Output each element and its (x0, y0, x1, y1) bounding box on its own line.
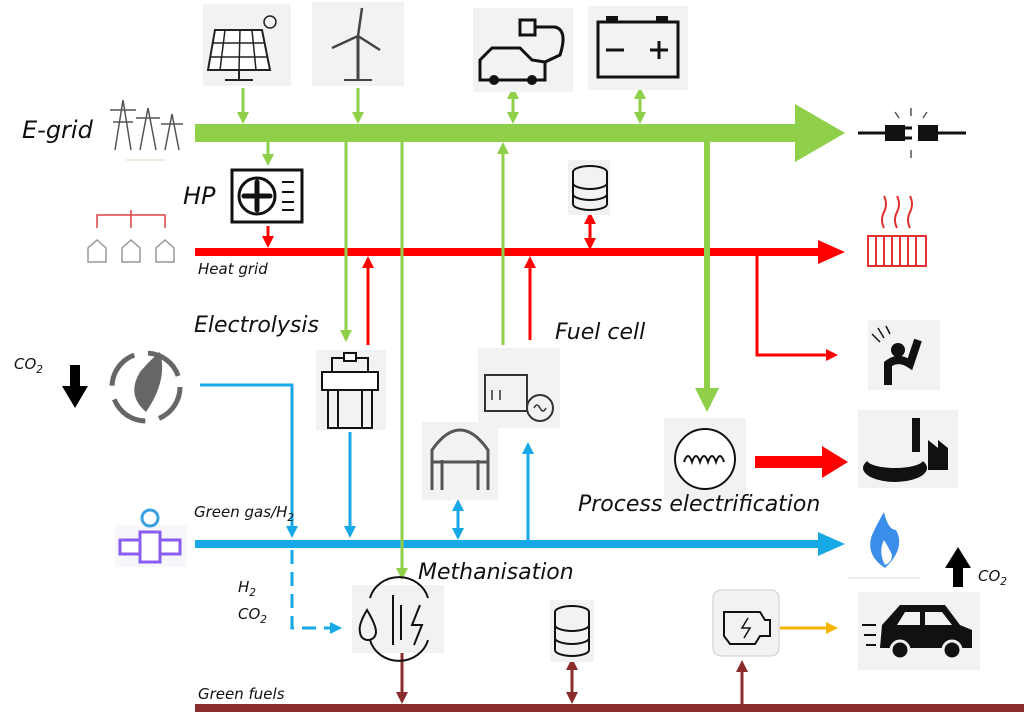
h2-label: H2 (238, 578, 256, 599)
shower-icon (868, 320, 940, 390)
co2-up-arrow (945, 547, 971, 587)
methanisation-label: Methanisation (418, 560, 574, 585)
battery-icon (588, 6, 688, 90)
e-grid-bus (195, 104, 845, 162)
heat-links (262, 212, 838, 361)
process-heat-arrow (755, 446, 848, 478)
plug-icon (858, 108, 966, 158)
fuel-cell-icon (478, 348, 560, 428)
power-pylons-icon (110, 99, 183, 161)
green-fuels-bus (195, 704, 1024, 712)
methanisation-icon (352, 576, 444, 662)
e-grid-label: E-grid (22, 116, 93, 144)
electrolyser-icon (316, 350, 386, 430)
gas-pipe-valve-icon (115, 508, 187, 567)
flame-icon (848, 512, 920, 579)
heat-pump-icon (230, 168, 304, 224)
co2-left-label: CO2 (14, 355, 43, 376)
storage-cylinder-icon (568, 160, 610, 215)
solar-panel-icon (203, 4, 291, 86)
gas-links (200, 383, 534, 634)
coil-heater-icon (664, 418, 746, 500)
gas-tank-icon (422, 422, 498, 500)
gas-bus (195, 532, 845, 556)
electric-car-charging-icon (473, 8, 573, 92)
heat-grid-bus (195, 240, 845, 264)
green-fuels-label: Green fuels (198, 685, 285, 703)
factory-icon (858, 410, 958, 488)
wind-turbine-icon (312, 2, 404, 86)
process-electrification-label: Process electrification (578, 492, 821, 517)
electricity-links (237, 87, 719, 580)
carbon-cycle-leaf-icon (109, 350, 183, 424)
car-icon (858, 592, 980, 670)
co2-right-label: CO2 (978, 567, 1007, 588)
green-gas-label: Green gas/H2 (194, 503, 295, 524)
storage-cylinder-icon (550, 600, 594, 662)
co2-down-arrow (62, 365, 88, 408)
hp-label: HP (183, 182, 216, 210)
co2-mid-label: CO2 (238, 605, 267, 626)
heat-grid-label: Heat grid (198, 260, 268, 278)
radiator-icon (867, 195, 927, 267)
electrolysis-label: Electrolysis (194, 313, 319, 338)
houses-icon (87, 210, 175, 263)
engine-icon (712, 589, 780, 657)
fuel-cell-label: Fuel cell (555, 320, 646, 345)
